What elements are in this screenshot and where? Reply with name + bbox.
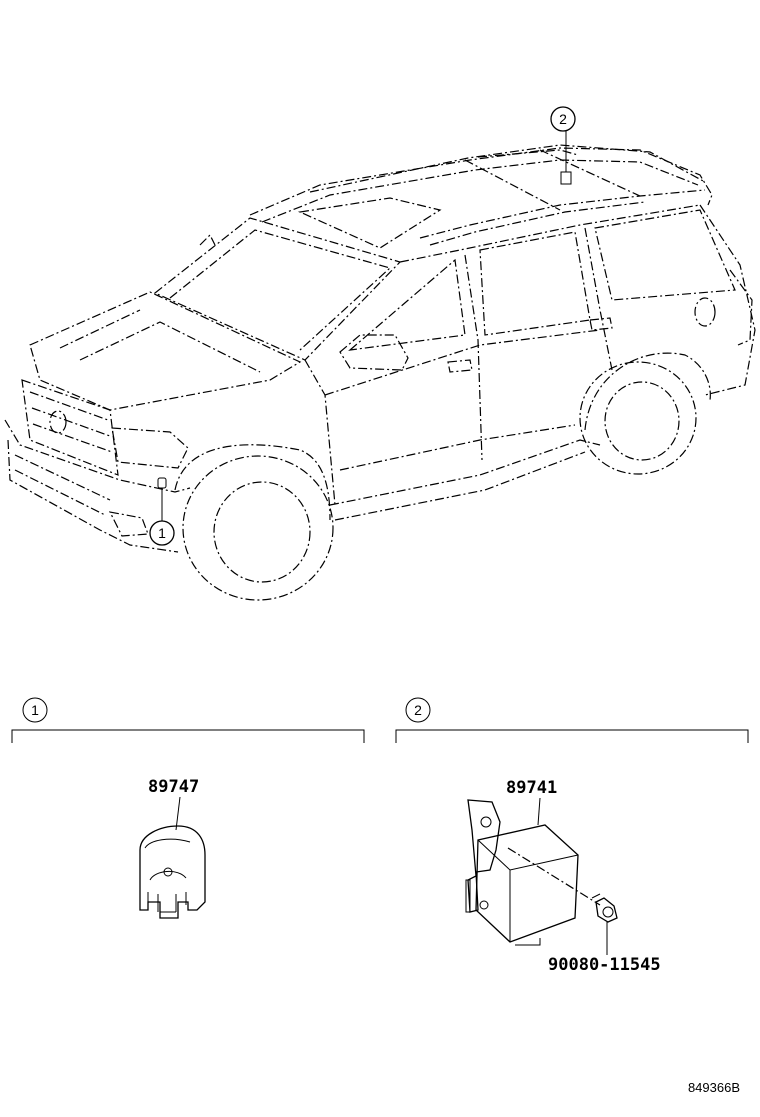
bolt-part [591,893,618,923]
section-2-header: 2 [395,697,749,743]
vehicle-illustration [4,144,756,601]
section-1-header: 1 [11,697,365,743]
bolt-guide-line [507,847,601,906]
svg-text:2: 2 [559,111,567,127]
module-location-marker [560,131,572,185]
module-part [465,799,579,946]
part-number-module: 89741 [506,778,557,798]
vehicle-callout-2: 2 [550,106,576,132]
sensor-part [139,825,206,919]
vehicle-callout-1: 1 [149,520,175,546]
sensor-leader-line [175,796,181,831]
part-number-sensor: 89747 [148,777,199,797]
svg-text:1: 1 [31,702,39,718]
module-leader-line [537,797,541,826]
svg-text:2: 2 [414,702,422,718]
diagram-id: 849366B [688,1080,740,1095]
part-number-bolt: 90080-11545 [548,955,661,975]
sensor-location-marker [157,477,167,522]
svg-text:1: 1 [158,525,166,541]
